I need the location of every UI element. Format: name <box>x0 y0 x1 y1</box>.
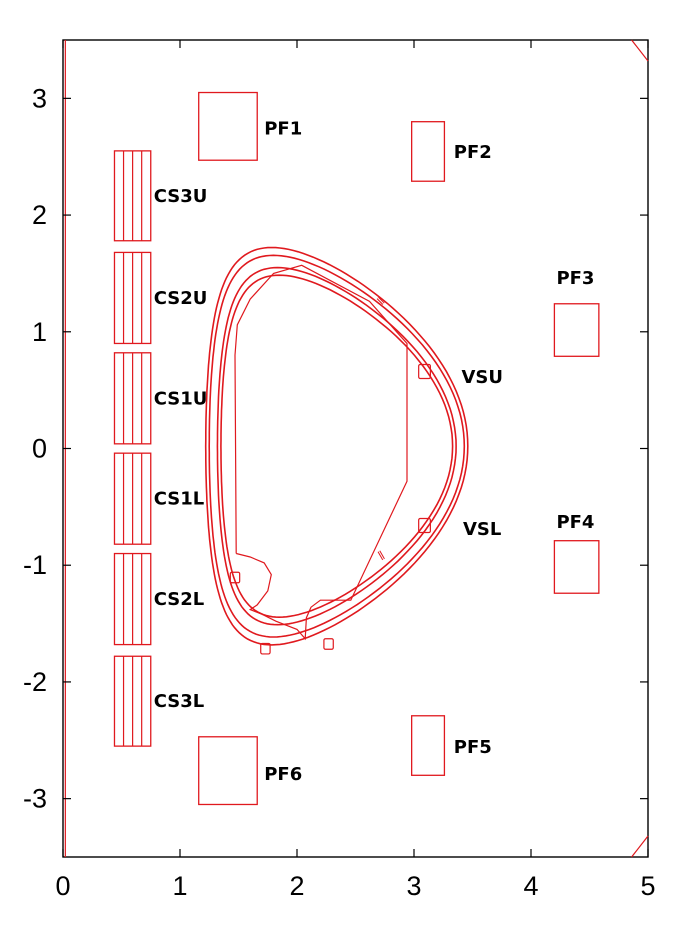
x-tick-label: 5 <box>640 871 655 901</box>
vessel-label: VSL <box>463 519 501 540</box>
x-tick-label: 2 <box>289 871 304 901</box>
in-vessel-marker-core <box>377 297 384 305</box>
vessel-label: VSU <box>461 367 503 388</box>
pf-coil-label: PF2 <box>454 142 492 163</box>
in-vessel-component <box>260 642 271 655</box>
y-tick-label: 3 <box>32 83 47 113</box>
in-vessel-marker-core <box>378 550 385 560</box>
pf-coil <box>553 540 600 594</box>
in-vessel-component <box>323 638 334 650</box>
pf-coil <box>411 121 446 182</box>
vessel-inner-wall-outer <box>216 266 457 626</box>
y-tick-label: 1 <box>32 317 47 347</box>
x-tick-label: 0 <box>55 871 70 901</box>
boundary-top-right-line <box>631 39 649 62</box>
pf-coil <box>411 715 446 776</box>
pf-coil <box>198 736 258 806</box>
coil-labels: CS3U CS2U CS1U CS1L CS2L CS3L PF1PF2PF3PF4PF5P… <box>154 119 595 785</box>
x-tick-label: 1 <box>172 871 187 901</box>
in-vessel-component <box>229 571 241 584</box>
y-tick-label: 0 <box>32 434 47 464</box>
boundary-bottom-right-line <box>631 835 649 858</box>
first-wall-contour <box>234 264 408 641</box>
pf-coil-label: PF5 <box>454 737 492 758</box>
y-tick-label: -1 <box>23 550 47 580</box>
y-tick-label: -3 <box>23 784 47 814</box>
cs-module-label: CS1L <box>154 489 205 510</box>
cs-module-label: CS3L <box>154 691 205 712</box>
pf-coil <box>198 91 258 161</box>
cs-module-label: CS2L <box>154 589 205 610</box>
geometry-group <box>64 39 649 858</box>
x-tick-label: 3 <box>406 871 421 901</box>
cs-module-label: CS2U <box>154 288 208 309</box>
vessel-inner-wall-inner <box>220 274 454 619</box>
axis-ticks: 0 1 2 3 4 5 3 2 1 0 -1 -2 -3 <box>23 40 656 901</box>
cs-module-label: CS1U <box>154 388 208 409</box>
pf-coil-label: PF3 <box>556 268 594 289</box>
vessel-outer-wall-inner <box>208 254 466 638</box>
in-vessel-component <box>418 363 431 380</box>
y-tick-label: 2 <box>32 200 47 230</box>
y-tick-label: -2 <box>23 667 47 697</box>
cs-module-label: CS3U <box>154 186 208 207</box>
pf-coil-label: PF6 <box>264 764 302 785</box>
pf-coil-label: PF4 <box>556 512 594 533</box>
pf-coil <box>553 303 600 357</box>
x-tick-label: 4 <box>523 871 538 901</box>
in-vessel-component <box>418 517 431 534</box>
vessel-outer-wall-outer <box>204 246 469 646</box>
pf-coil-label: PF1 <box>264 119 302 140</box>
